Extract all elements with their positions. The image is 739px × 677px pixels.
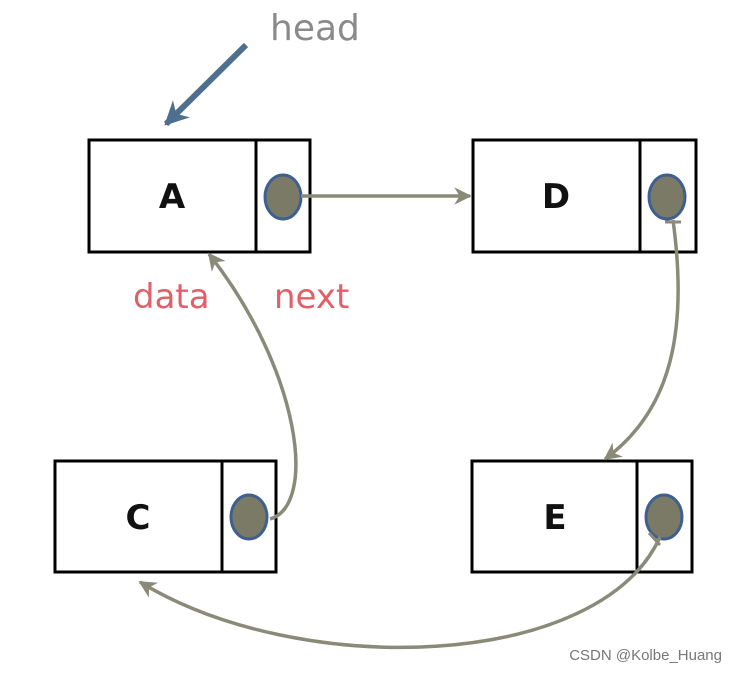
node-a: A bbox=[87, 138, 312, 254]
data-field-label: data bbox=[133, 277, 210, 317]
node-d-pointer-icon bbox=[647, 173, 687, 221]
node-d-label: D bbox=[542, 177, 570, 217]
node-a-label: A bbox=[159, 177, 186, 217]
link-d-to-e bbox=[603, 219, 680, 461]
head-label: head bbox=[270, 8, 360, 49]
link-e-tail-cap bbox=[647, 531, 662, 547]
node-c-label: C bbox=[126, 498, 151, 538]
watermark: CSDN @Kolbe_Huang bbox=[569, 647, 722, 664]
node-d: D bbox=[471, 138, 698, 254]
node-e-label: E bbox=[543, 498, 566, 538]
link-e-to-c bbox=[138, 536, 662, 650]
link-c-to-a bbox=[207, 252, 298, 521]
node-c: C bbox=[53, 459, 278, 574]
node-a-pointer-icon bbox=[263, 173, 303, 221]
node-c-pointer-icon bbox=[229, 493, 269, 541]
head-arrow bbox=[163, 42, 249, 127]
next-field-label: next bbox=[274, 277, 349, 317]
node-e: E bbox=[470, 459, 694, 574]
node-e-pointer-icon bbox=[644, 493, 684, 541]
